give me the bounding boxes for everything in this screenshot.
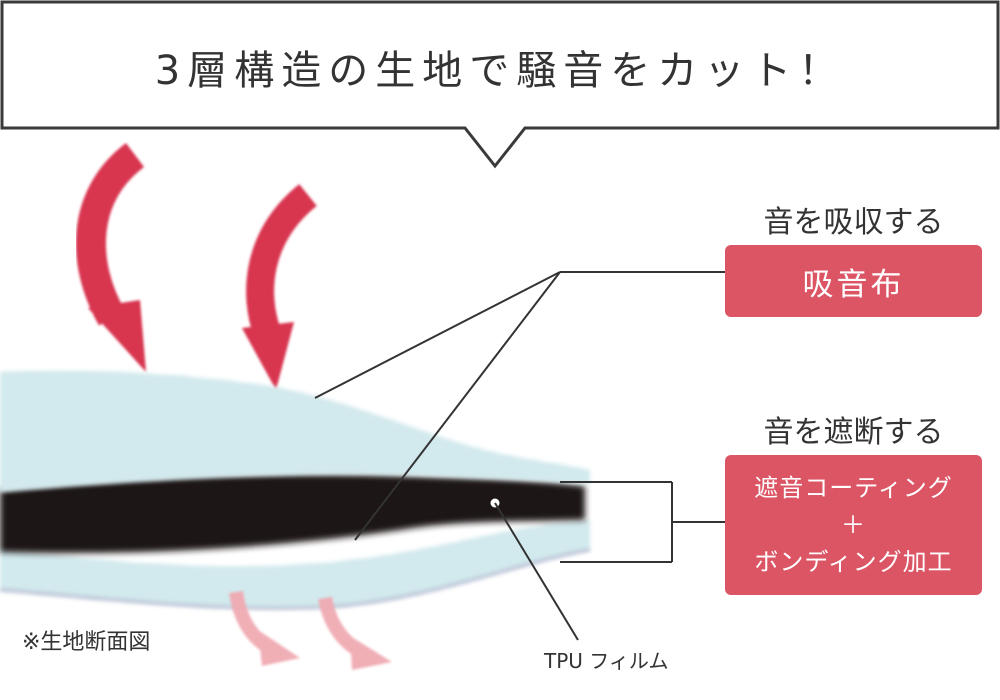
absorb-box-label: 吸音布: [802, 266, 905, 303]
block-box-line3: ボンディング加工: [754, 547, 953, 576]
fabric-layer-lower: [0, 520, 590, 609]
absorb-heading: 音を吸収する: [763, 205, 944, 240]
tpu-film-leader: [494, 502, 579, 641]
speech-bubble: [0, 0, 1000, 169]
leader-lines-absorb: [314, 271, 725, 541]
block-heading: 音を遮断する: [763, 415, 944, 450]
footnote: ※生地断面図: [22, 630, 151, 655]
curved-arrow-down-icon: [76, 143, 146, 372]
fabric-layer-upper: [0, 370, 590, 492]
block-box-line2: ＋: [841, 510, 866, 539]
block-box-line1: 遮音コーティング: [754, 473, 953, 502]
block-box: 遮音コーティング ＋ ボンディング加工: [725, 455, 982, 595]
curved-arrow-light-icon: [318, 596, 392, 670]
leader-bracket-block: [560, 481, 725, 563]
tpu-film-label: TPU フィルム: [544, 649, 669, 673]
absorb-box: 吸音布: [725, 245, 982, 317]
tpu-film-layer: [0, 474, 585, 554]
curved-arrow-light-icon: [229, 590, 300, 666]
headline: 3層構造の生地で騒音をカット！: [154, 48, 846, 94]
curved-arrow-down-icon: [242, 184, 318, 390]
